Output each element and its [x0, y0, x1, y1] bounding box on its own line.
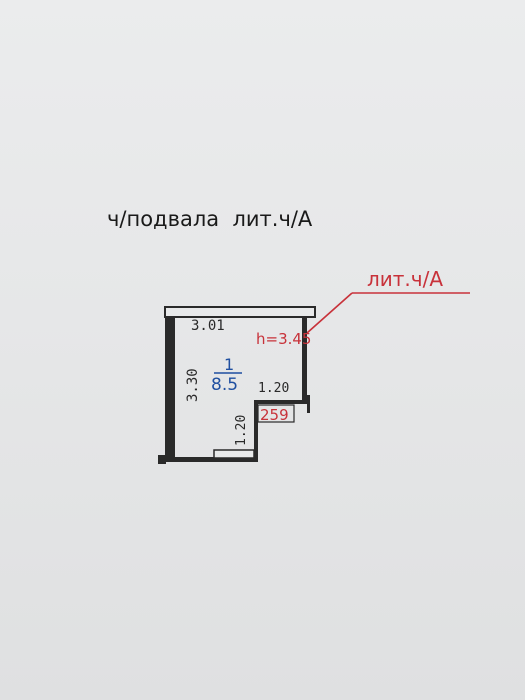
door-threshold	[213, 449, 255, 459]
plan-title: ч/подвала лит.ч/А	[107, 207, 313, 231]
dimension-step-width: 1.20	[258, 381, 289, 396]
top-wall	[164, 306, 316, 318]
room-area: 8.5	[211, 375, 238, 395]
step-wall-horizontal	[254, 400, 307, 404]
dimension-left-length: 3.30	[185, 368, 201, 402]
bottom-left-corner	[158, 455, 166, 464]
room-height-label: h=3.45	[256, 330, 311, 348]
dimension-step-length: 1.20	[234, 415, 249, 446]
bottom-wall	[158, 457, 258, 462]
dimension-top-width: 3.01	[191, 318, 225, 334]
room-number: 1	[224, 355, 234, 374]
door-code-label: 259	[260, 406, 289, 424]
room-walls	[158, 306, 316, 464]
right-wall-stub	[307, 395, 310, 413]
right-wall-upper	[302, 317, 307, 402]
left-wall	[165, 317, 175, 462]
step-wall-vertical	[254, 400, 258, 462]
callout-leader-line	[306, 292, 353, 334]
callout-label: лит.ч/А	[367, 267, 443, 291]
door-code-box	[257, 404, 295, 423]
